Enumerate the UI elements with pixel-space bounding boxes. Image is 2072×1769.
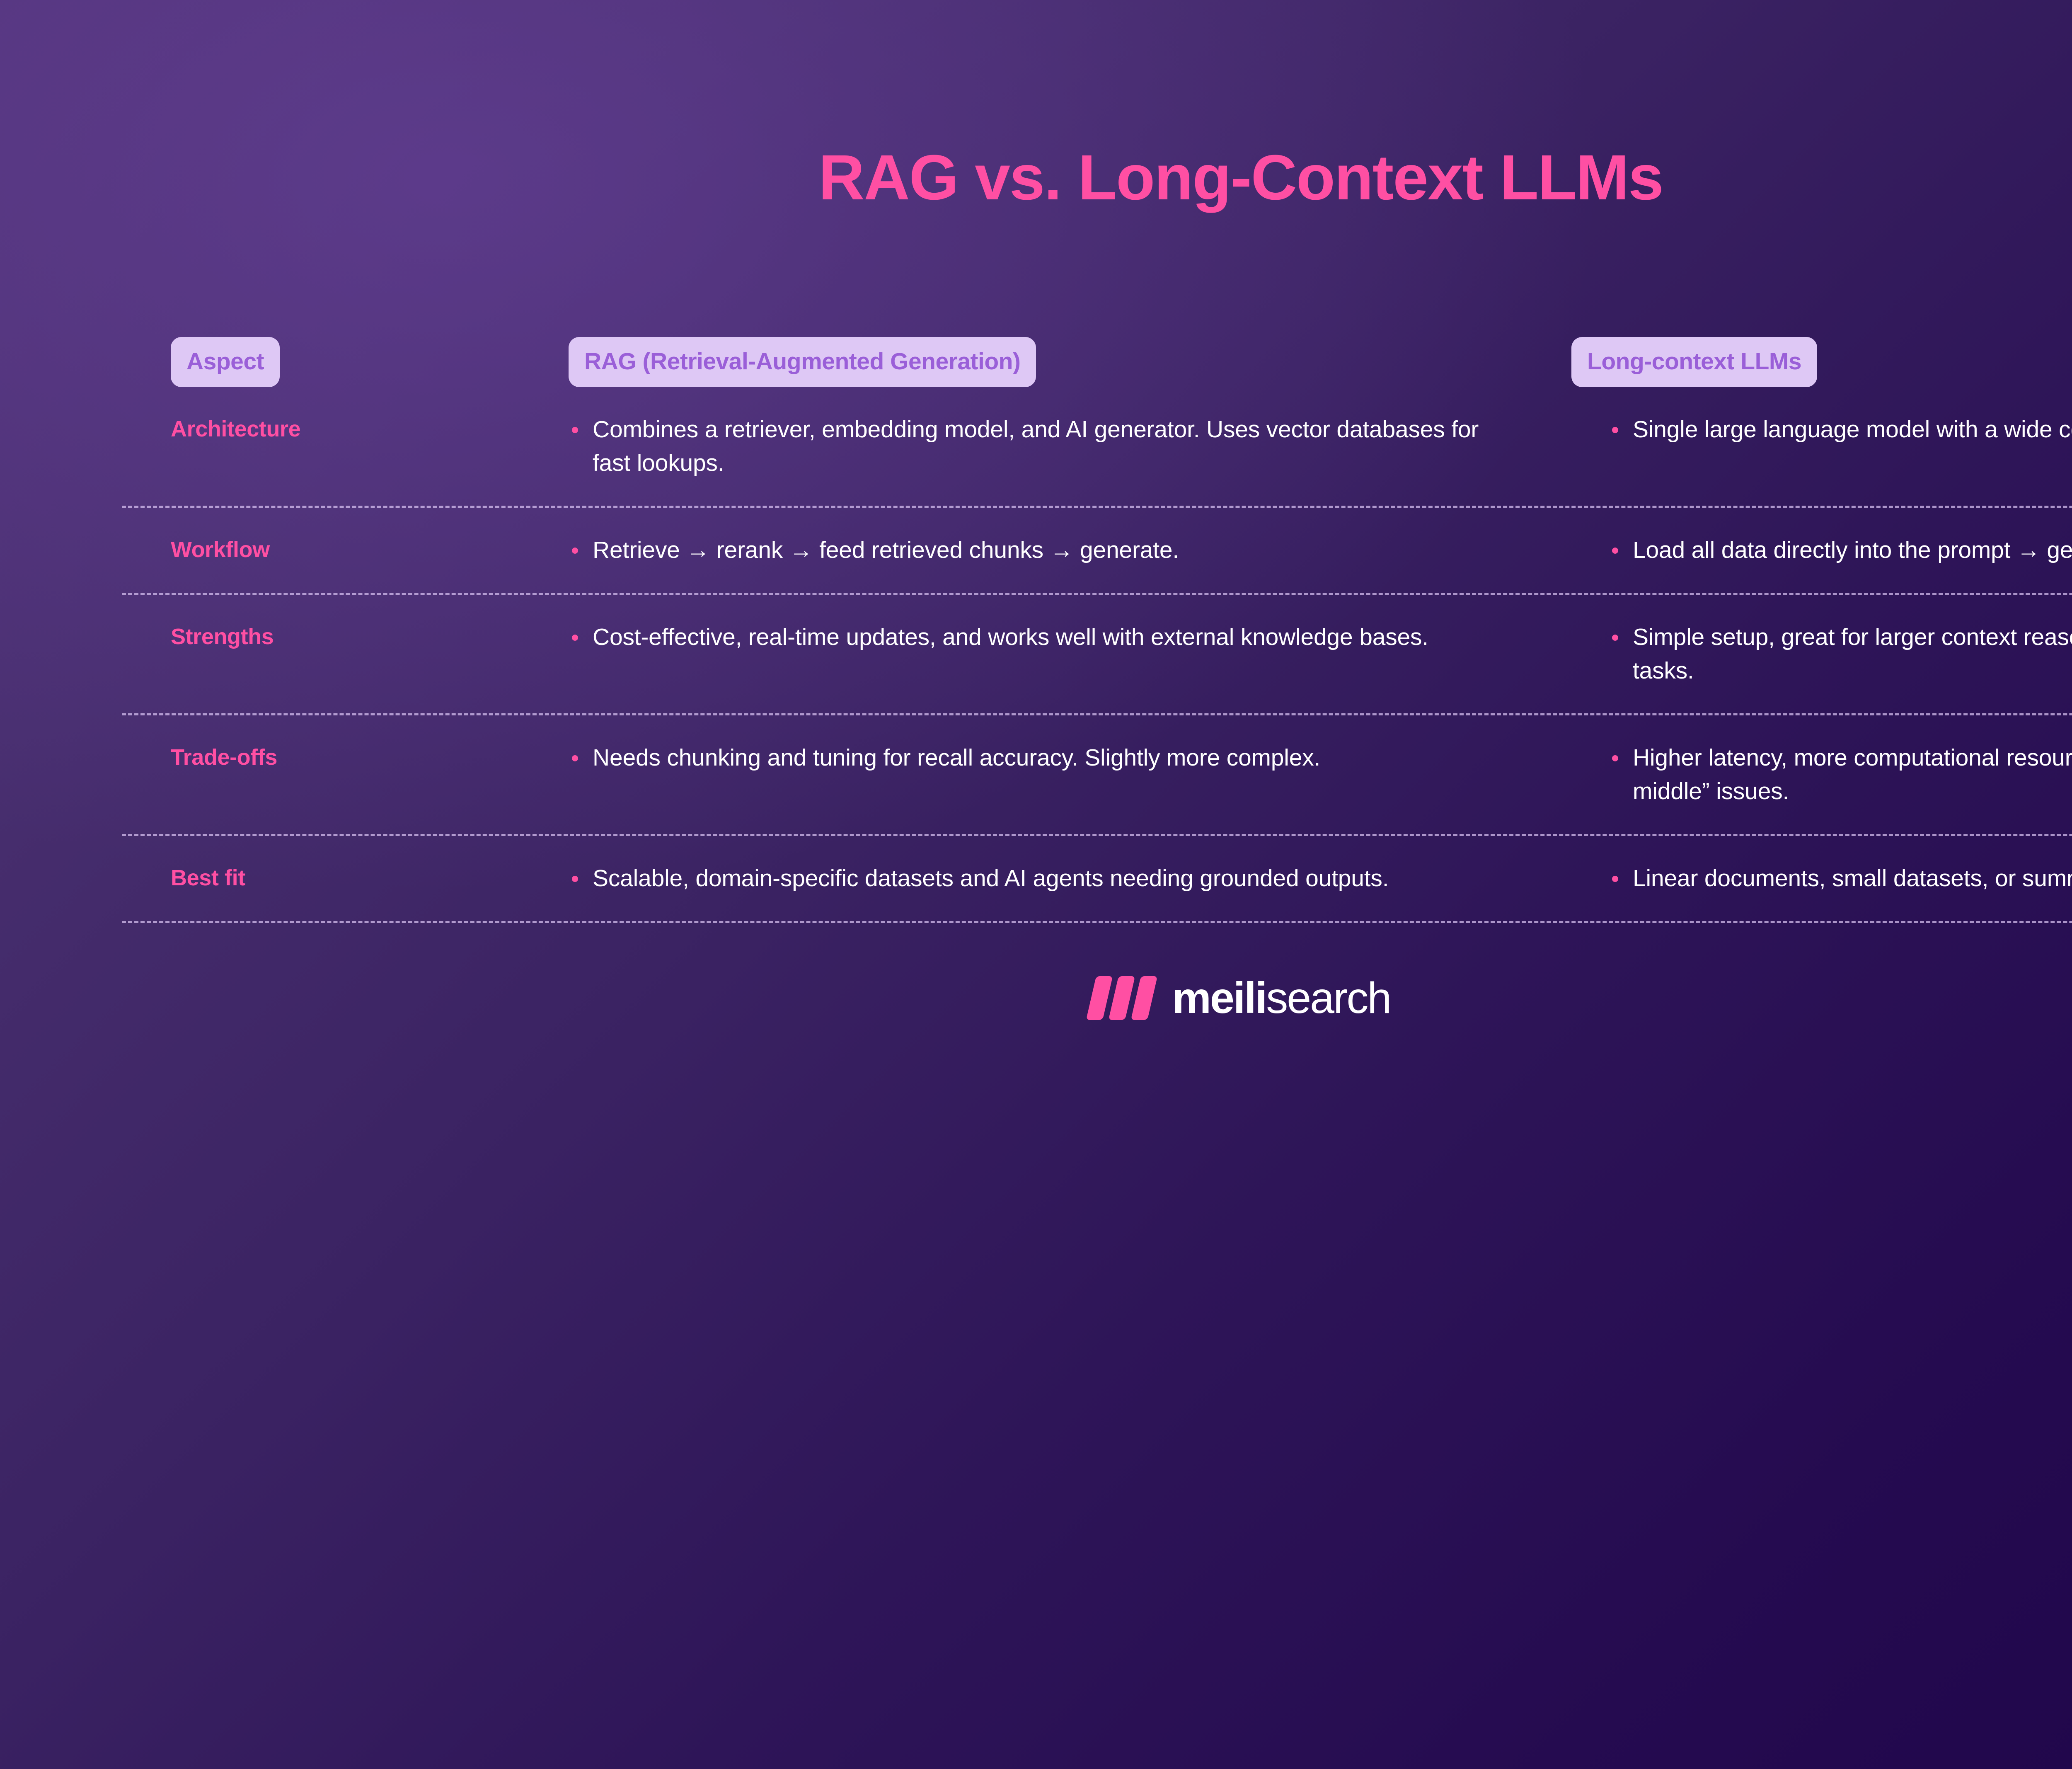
column-chip-rag: RAG (Retrieval-Augmented Generation) xyxy=(569,337,1036,388)
list-item: Linear documents, small datasets, or sum… xyxy=(1609,862,2072,895)
row-divider xyxy=(122,505,2072,508)
column-chip-long-context: Long-context LLMs xyxy=(1571,337,1818,388)
table-row: Best fit Scalable, domain-specific datas… xyxy=(122,836,2072,921)
footer: meilisearch xyxy=(0,923,2072,1020)
logo-stripe-2 xyxy=(1108,976,1135,1020)
list-item: Needs chunking and tuning for recall acc… xyxy=(569,741,1504,775)
row-rag-cell: Scalable, domain-specific datasets and A… xyxy=(569,862,1571,895)
row-aspect-cell: Architecture xyxy=(171,413,569,442)
bullet-list: Retrieve → rerank → feed retrieved chunk… xyxy=(569,533,1571,567)
aspect-label: Trade-offs xyxy=(171,744,278,770)
list-item: Single large language model with a wide … xyxy=(1609,413,2072,446)
table-row: Trade-offs Needs chunking and tuning for… xyxy=(122,715,2072,834)
column-chip-aspect: Aspect xyxy=(171,337,280,388)
list-item: Load all data directly into the prompt →… xyxy=(1609,533,2072,567)
header-cell-long-context: Long-context LLMs xyxy=(1571,337,2072,388)
logo-stripe-1 xyxy=(1086,976,1113,1020)
aspect-label: Strengths xyxy=(171,624,274,649)
bullet-list: Simple setup, great for larger context r… xyxy=(1609,620,2072,688)
row-divider xyxy=(122,921,2072,923)
table-row: Strengths Cost-effective, real-time upda… xyxy=(122,595,2072,713)
aspect-label: Best fit xyxy=(171,865,245,890)
table-header-row: Aspect RAG (Retrieval-Augmented Generati… xyxy=(122,337,2072,388)
row-aspect-cell: Strengths xyxy=(171,620,569,649)
bullet-list: Combines a retriever, embedding model, a… xyxy=(569,413,1571,480)
row-long-context-cell: Simple setup, great for larger context r… xyxy=(1571,620,2072,688)
bullet-list: Load all data directly into the prompt →… xyxy=(1609,533,2072,567)
header-cell-rag: RAG (Retrieval-Augmented Generation) xyxy=(569,337,1571,388)
row-aspect-cell: Best fit xyxy=(171,862,569,891)
aspect-label: Architecture xyxy=(171,417,301,442)
bullet-list: Higher latency, more computational resou… xyxy=(1609,741,2072,808)
meilisearch-logo: meilisearch xyxy=(1086,973,1392,1023)
row-rag-cell: Retrieve → rerank → feed retrieved chunk… xyxy=(569,533,1571,567)
logo-wordmark: meilisearch xyxy=(1172,973,1392,1023)
row-long-context-cell: Load all data directly into the prompt →… xyxy=(1571,533,2072,567)
row-rag-cell: Cost-effective, real-time updates, and w… xyxy=(569,620,1571,654)
logo-text-bold: meili xyxy=(1172,973,1268,1023)
list-item: Higher latency, more computational resou… xyxy=(1609,741,2072,808)
row-rag-cell: Needs chunking and tuning for recall acc… xyxy=(569,741,1571,775)
bullet-list: Needs chunking and tuning for recall acc… xyxy=(569,741,1571,775)
bullet-list: Linear documents, small datasets, or sum… xyxy=(1609,862,2072,895)
row-divider xyxy=(122,713,2072,715)
row-divider xyxy=(122,834,2072,836)
list-item: Retrieve → rerank → feed retrieved chunk… xyxy=(569,533,1504,567)
bullet-list: Single large language model with a wide … xyxy=(1609,413,2072,446)
title-container: RAG vs. Long-Context LLMs xyxy=(0,0,2072,254)
row-long-context-cell: Higher latency, more computational resou… xyxy=(1571,741,2072,808)
row-rag-cell: Combines a retriever, embedding model, a… xyxy=(569,413,1571,480)
bullet-list: Scalable, domain-specific datasets and A… xyxy=(569,862,1571,895)
header-cell-aspect: Aspect xyxy=(171,337,569,388)
logo-text-regular: search xyxy=(1266,973,1392,1023)
comparison-table: Aspect RAG (Retrieval-Augmented Generati… xyxy=(122,254,2072,923)
logo-stripe-3 xyxy=(1130,976,1157,1020)
aspect-label: Workflow xyxy=(171,537,270,562)
list-item: Combines a retriever, embedding model, a… xyxy=(569,413,1504,480)
list-item: Scalable, domain-specific datasets and A… xyxy=(569,862,1504,895)
table-row: Architecture Combines a retriever, embed… xyxy=(122,387,2072,506)
list-item: Simple setup, great for larger context r… xyxy=(1609,620,2072,688)
table-row: Workflow Retrieve → rerank → feed retrie… xyxy=(122,508,2072,593)
page-title: RAG vs. Long-Context LLMs xyxy=(818,142,1663,213)
row-long-context-cell: Single large language model with a wide … xyxy=(1571,413,2072,446)
list-item: Cost-effective, real-time updates, and w… xyxy=(569,620,1504,654)
row-long-context-cell: Linear documents, small datasets, or sum… xyxy=(1571,862,2072,895)
bullet-list: Cost-effective, real-time updates, and w… xyxy=(569,620,1571,654)
meilisearch-mark-icon xyxy=(1086,976,1157,1020)
row-aspect-cell: Trade-offs xyxy=(171,741,569,770)
row-divider xyxy=(122,592,2072,595)
row-aspect-cell: Workflow xyxy=(171,533,569,562)
